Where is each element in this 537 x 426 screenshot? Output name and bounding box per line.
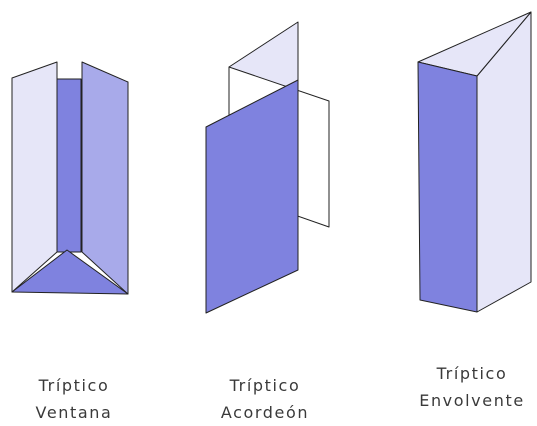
- caption-envolvente-line2: Envolvente: [407, 387, 537, 414]
- envolvente-front-panel: [418, 62, 477, 312]
- acordeon-figure: [206, 22, 329, 313]
- caption-triptico-envolvente: Tríptico Envolvente: [407, 360, 537, 414]
- caption-acordeon-line1: Tríptico: [198, 372, 332, 399]
- ventana-left-flap: [12, 62, 57, 292]
- caption-ventana-line1: Tríptico: [0, 372, 148, 399]
- caption-ventana-line2: Ventana: [0, 399, 148, 426]
- caption-acordeon-line2: Acordeón: [198, 399, 332, 426]
- caption-envolvente-line1: Tríptico: [407, 360, 537, 387]
- caption-triptico-ventana: Tríptico Ventana: [0, 372, 148, 426]
- ventana-center-panel: [57, 79, 81, 252]
- caption-triptico-acordeon: Tríptico Acordeón: [198, 372, 332, 426]
- acordeon-front-panel: [206, 80, 298, 313]
- ventana-right-flap: [82, 62, 128, 294]
- ventana-figure: [12, 62, 128, 294]
- envolvente-figure: [418, 12, 531, 312]
